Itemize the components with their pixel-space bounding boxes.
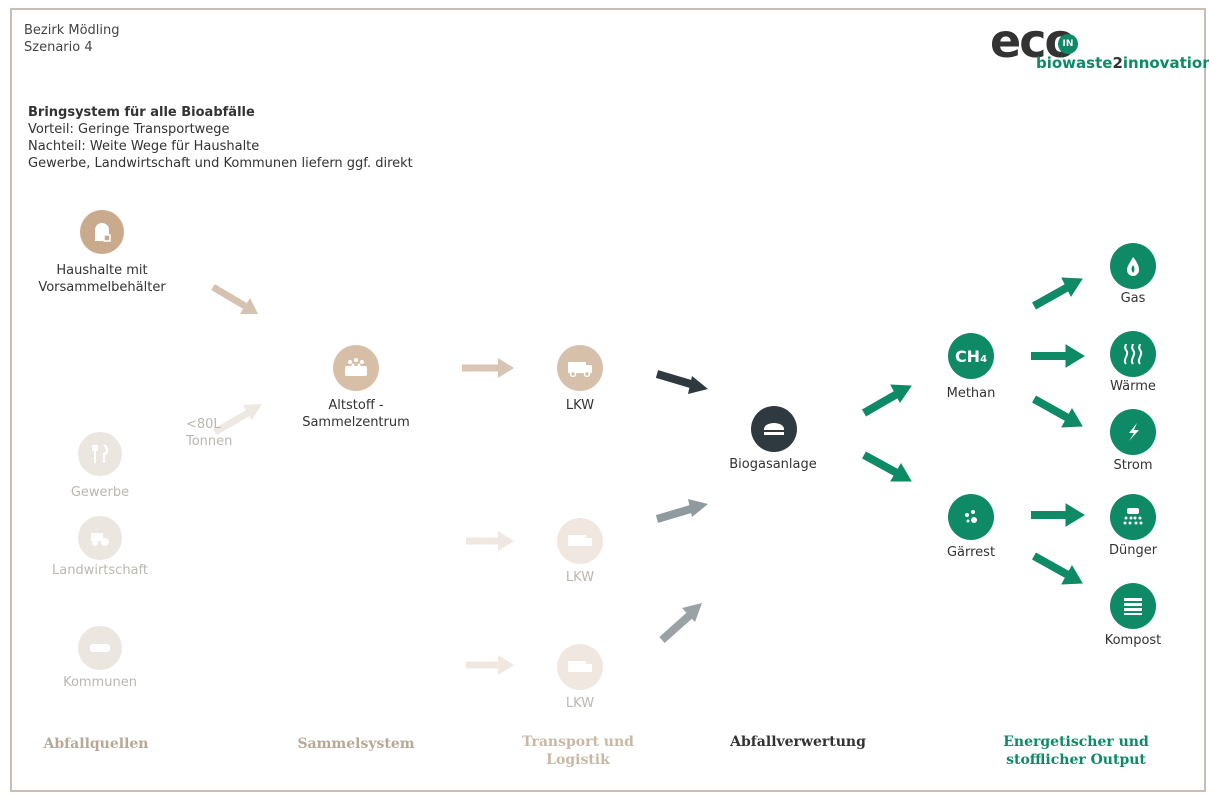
altstoff-sammelzentrum-label: Altstoff - Sammelzentrum [302,398,410,430]
haushalte-icon [80,210,124,254]
diagram-frame [10,8,1206,792]
landwirtschaft-label: Landwirtschaft [52,563,148,578]
region-label: Bezirk Mödling [24,23,120,38]
disadvantage-text: Nachteil: Weite Wege für Haushalte [28,139,260,154]
gewerbe-icon [78,432,122,476]
duenger-label: Dünger [1108,543,1158,558]
arrow-kommunen-to-lkw3 [466,655,514,675]
landwirtschaft-icon [78,516,122,560]
arrow-methan-to-waerme [1031,344,1085,368]
methan-label: Methan [946,386,996,401]
waerme-label: Wärme [1110,379,1156,394]
waerme-heat-icon [1110,331,1156,377]
arrow-methan-to-gas [1032,277,1083,310]
tonnen-label: <80L Tonnen [186,417,233,449]
logo-in-badge: IN [1058,34,1078,54]
column-sammelsystem: Sammelsystem [297,736,415,752]
strom-label: Strom [1113,458,1153,473]
column-output: Energetischer und stofflicher Output [1003,734,1149,768]
arrow-altstoff-to-lkw1 [462,358,514,378]
arrow-lkw1-to-biogas [655,370,708,394]
garrest-icon [948,494,994,540]
scenario-description: Bringsystem für alle Bioabfälle Vorteil:… [28,104,413,172]
kompost-label: Kompost [1104,633,1162,648]
arrow-biogas-to-methan [862,384,912,417]
advantage-text: Vorteil: Geringe Transportwege [28,122,230,137]
biogasanlage-icon [751,406,797,452]
duenger-icon [1110,494,1156,540]
lkw3-label: LKW [565,696,595,711]
arrow-tonnen-to-altstoff [213,404,262,436]
arrow-methan-to-strom [1032,395,1083,428]
column-transport-logistik: Transport und Logistik [522,734,634,768]
lkw2-truck-icon [557,518,603,564]
arrow-garrest-to-duenger [1031,503,1085,527]
scenario-title: Bringsystem für alle Bioabfälle [28,105,255,120]
biogasanlage-label: Biogasanlage [729,457,817,472]
arrow-biogas-to-garrest [862,451,912,482]
scenario-label: Szenario 4 [24,40,93,55]
arrow-lkw2-to-biogas [655,499,708,523]
column-abfallquellen: Abfallquellen [43,736,149,752]
kommunen-icon [78,626,122,670]
kompost-icon [1110,583,1156,629]
lkw3-truck-icon [557,644,603,690]
garrest-label: Gärrest [946,545,996,560]
logo-subtitle: biowaste2innovation [1036,54,1209,72]
arrow-gewerbe-to-lkw2 [466,531,514,551]
haushalte-label: Haushalte mit Vorsammelbehälter [38,263,166,295]
arrow-lkw3-to-biogas [659,603,702,643]
gas-flame-icon [1110,243,1156,289]
lkw1-label: LKW [565,398,595,413]
arrow-garrest-to-kompost [1032,552,1083,585]
note-text: Gewerbe, Landwirtschaft und Kommunen lie… [28,156,413,171]
lkw1-truck-icon [557,345,603,391]
column-abfallverwertung: Abfallverwertung [730,734,866,750]
altstoff-sammelzentrum-icon [333,345,379,391]
gewerbe-label: Gewerbe [70,485,130,500]
gas-label: Gas [1120,291,1146,306]
arrow-haushalte-to-altstoff [211,283,258,314]
kommunen-label: Kommunen [63,675,137,690]
header: Bezirk Mödling Szenario 4 [24,22,120,56]
strom-lightning-icon [1110,409,1156,455]
logo: eco IN biowaste2innovation [990,14,1209,74]
lkw2-label: LKW [565,570,595,585]
